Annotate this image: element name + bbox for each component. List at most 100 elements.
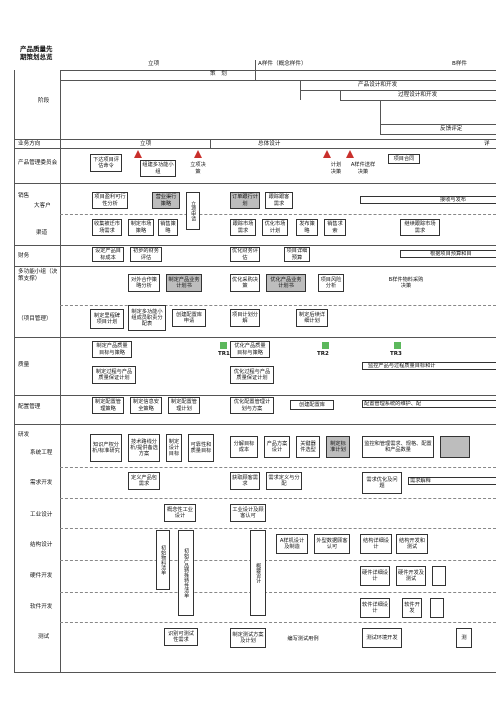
box-b77: 编写测试用例 xyxy=(282,630,324,648)
arrow-b47 xyxy=(362,400,496,408)
box-b23: 优化财务评估 xyxy=(230,247,260,262)
label-b61: 需求解释 xyxy=(410,478,431,484)
box-b29: 优化产品业务计划书 xyxy=(266,274,306,292)
box-b49: 技术路线分析/提供备选方案 xyxy=(128,434,160,462)
box-b5: A样件送样决策 xyxy=(348,160,378,177)
sub-label-feedback: 反馈评定 xyxy=(440,126,463,132)
arrow-b25 xyxy=(400,250,496,258)
milestone-triangle-icon xyxy=(134,150,142,158)
box-b22: 初步的财务评估 xyxy=(130,247,162,262)
box-b35: 项目计划分解 xyxy=(230,309,260,327)
box-b55: 制定标准计划 xyxy=(326,436,350,458)
box-b18: 发布策略 xyxy=(296,219,318,236)
box-b69: 结构详细设计 xyxy=(360,534,392,554)
box-b40: 优化过程与产品质量保证计划 xyxy=(230,366,274,384)
page-title: 产品质量先 期策划总览 xyxy=(20,45,53,61)
box-b17: 优化市场计划 xyxy=(262,219,288,236)
box-b14: 制定市场策略 xyxy=(128,219,154,236)
box-b75: 识别可测试性需求 xyxy=(164,628,198,646)
box-b9: 立项申请 xyxy=(186,192,200,230)
sub-label-process-design: 过程设计和开发 xyxy=(398,92,438,98)
box-b28: 优化采购决策 xyxy=(230,274,260,292)
box-b39: 制定过程与产品质量保证计划 xyxy=(92,366,136,384)
box-b42: 制定配置管理策略 xyxy=(92,397,124,414)
phase-label-initiation: 立项 xyxy=(148,61,160,67)
label-b25: 根据项目预算和目 xyxy=(430,251,472,257)
box-b13: 收集被迁市场需求 xyxy=(92,219,122,236)
box-b63: 工业设计及顾客认可 xyxy=(230,504,266,522)
box-b20: 继续跟踪市场需求 xyxy=(400,219,440,236)
row-label-rd: 研发 xyxy=(18,432,30,438)
box-b74: 软件开发 xyxy=(402,598,422,618)
box-b64: 初始物料清单 xyxy=(156,530,170,590)
stage-label: 阶段 xyxy=(38,98,50,104)
box-b34: 创建配置库申请 xyxy=(172,309,206,327)
box-b48: 知识产权分析/标准研究 xyxy=(90,434,122,462)
box-b53: 产品方案设计 xyxy=(264,436,290,458)
box-b70: 结构开发和测试 xyxy=(396,534,428,554)
box-sw-extra xyxy=(430,598,444,618)
box-b2: 组建多功能小组 xyxy=(140,160,176,177)
box-hw-extra xyxy=(432,566,446,586)
box-b58: 获取顾客需求 xyxy=(230,472,260,490)
box-b60: 需求优化及问题 xyxy=(362,472,402,494)
box-b65: 初始产品特殊特性清单 xyxy=(178,530,194,616)
label-b12: 接收与发布 xyxy=(440,197,466,203)
box-b15: 销售策略 xyxy=(158,219,178,236)
box-b6: 项目合同 xyxy=(388,154,420,164)
row-label-sales: 销售 xyxy=(18,193,30,199)
bottom-phase-initiation: 立项 xyxy=(140,141,152,147)
box-b24: 项目详细预算 xyxy=(284,247,310,262)
row-label-finance: 财务 xyxy=(18,253,30,259)
box-shaded-1 xyxy=(440,436,470,458)
row-label-industrial: 工业设计 xyxy=(30,512,53,518)
arrow-b12 xyxy=(360,196,496,204)
box-b19: 销售求索 xyxy=(324,219,346,236)
box-b46: 创建配置库 xyxy=(290,400,334,410)
box-b4: 计划决策 xyxy=(328,160,344,177)
box-b76: 制定测试方案及计划 xyxy=(230,628,266,648)
sub-label-planning: 策 划 xyxy=(210,71,227,77)
phase-label-b-sample: B样件 xyxy=(452,61,468,67)
box-b43: 制定信息安全策略 xyxy=(130,397,162,414)
box-b36: 制定后续详细计划 xyxy=(296,309,328,327)
row-label-channel: 渠道 xyxy=(36,230,48,236)
row-label-test: 测试 xyxy=(38,634,50,640)
box-b50: 制定设计目标 xyxy=(166,434,182,462)
box-b52: 分解目标成本 xyxy=(230,436,258,458)
row-label-pm: （项目管理） xyxy=(18,316,52,322)
box-b37: 制定产品质量目标与策略 xyxy=(92,341,132,358)
milestone-square-icon xyxy=(322,342,329,349)
row-label-quality: 质量 xyxy=(18,362,30,368)
milestone-square-icon xyxy=(220,342,227,349)
row-label-config: 配置管理 xyxy=(18,404,41,410)
box-b10: 订单跟行计划 xyxy=(230,192,260,209)
box-b16: 跟踪市场需求 xyxy=(230,219,256,236)
box-b79: 测 xyxy=(456,628,472,648)
sub-label-product-design: 产品设计和开发 xyxy=(358,82,398,88)
box-b72: 硬件开发及测试 xyxy=(396,566,426,586)
box-b7: 项目盈利可行性分析 xyxy=(92,192,128,209)
label-b47: 配置管理系统的维护、配 xyxy=(364,401,422,407)
box-b62: 概念性工业设计 xyxy=(164,504,196,522)
box-b32: 制定里程碑项目计划 xyxy=(90,309,124,329)
row-label-hw: 硬件开发 xyxy=(30,573,53,579)
arrow-b41 xyxy=(362,362,496,370)
box-b31: B样件物料采购决策 xyxy=(386,274,426,292)
phase-label-a-sample: A样件（概念样件） xyxy=(258,61,307,67)
bottom-phase-overall: 总体设计 xyxy=(258,141,281,147)
box-b1: 下达项目评估命令 xyxy=(90,154,122,172)
milestone-triangle-icon xyxy=(323,150,331,158)
label-b41: 监控产品与过程质量目标和计 xyxy=(368,363,436,369)
milestone-tr2: TR2 xyxy=(317,351,329,357)
box-b73: 软件详细设计 xyxy=(360,598,390,618)
box-b56: 监控和管理需求、规格、配置和产品数量 xyxy=(362,436,434,458)
milestone-triangle-icon xyxy=(194,150,202,158)
box-b54: 关键器件选型 xyxy=(296,436,320,458)
bottom-phase-detail: 详 xyxy=(484,141,490,147)
box-b30: 项目风险分析 xyxy=(318,274,344,292)
dept-label: 业务方向 xyxy=(18,141,41,147)
milestone-tr3: TR3 xyxy=(390,351,402,357)
box-b44: 制定配置管理计划 xyxy=(168,397,200,414)
box-b45: 优化配置管理计划与方案 xyxy=(230,397,274,414)
